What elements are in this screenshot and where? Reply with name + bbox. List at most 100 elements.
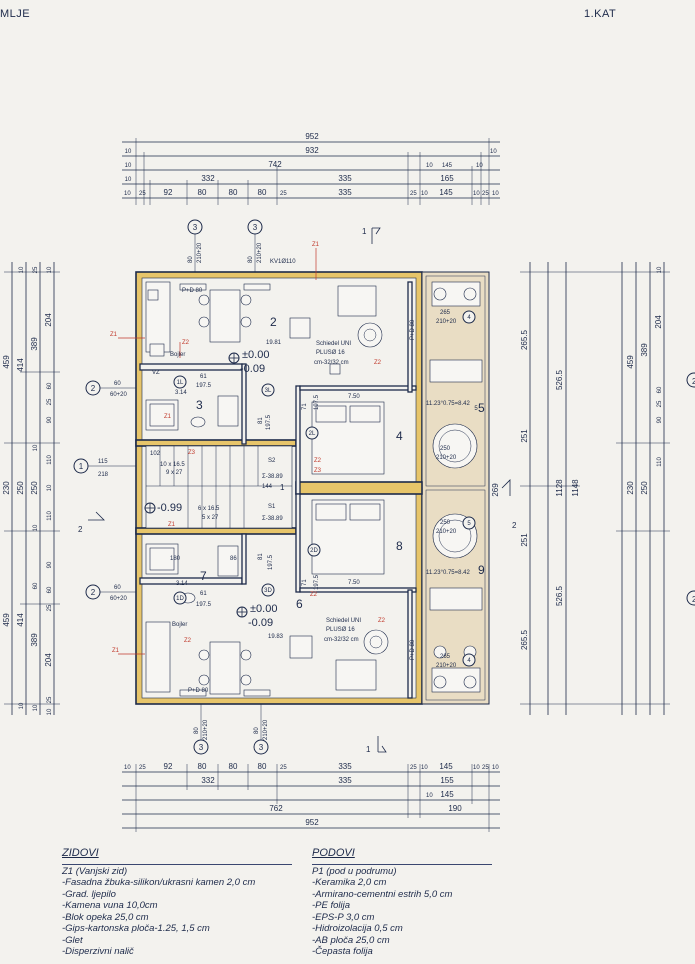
wall-type: Z1 (168, 522, 176, 528)
axis-label: 2 (91, 384, 96, 393)
axis-dim: 60+20 (110, 392, 128, 398)
stove-note: cm-32/32 cm (314, 360, 349, 366)
legend-item: -EPS-P 3,0 cm (312, 911, 375, 923)
wall-type: Z1 (110, 332, 118, 338)
dim-left: 90 (47, 561, 53, 568)
axis-dim: 60+20 (110, 596, 128, 602)
dim-total1-right: 190 (448, 804, 462, 813)
wall-type: Z3 (314, 468, 322, 474)
wall-type: Z1 (312, 242, 320, 248)
stair-dim: Σ-38.89 (262, 516, 283, 522)
door-notes: 61 197.5 61 197.5 81 197.5 71 197.5 81 1… (196, 374, 320, 608)
right-dimensions: 1148 526.5 1128 526.5 265.5 251 251 265.… (491, 262, 670, 715)
dim-end: 10 (125, 163, 132, 169)
window-dim: 210+20 (257, 242, 263, 263)
dim-left: 230 (2, 481, 11, 495)
door-dim: 71 (302, 403, 308, 410)
dim-seg: 10 (124, 765, 131, 771)
door-dim: 61 (200, 374, 207, 380)
dim-end: 10 (125, 149, 132, 155)
legend-floors-title: PODOVI (312, 847, 355, 859)
legend-item: -Fasadna žbuka-silikon/ukrasni kamen 2,0… (62, 877, 256, 888)
dim-r2-right: 155 (440, 776, 454, 785)
dim-seg: 25 (280, 191, 287, 197)
balcony-dim: 265 (440, 654, 451, 660)
dim-seg: 80 (258, 762, 267, 771)
dim-seg: 145 (439, 762, 453, 771)
dim-left: 60 (47, 382, 53, 389)
room-number: 7 (200, 569, 207, 583)
dim-r3: 145 (440, 790, 454, 799)
room-area: 11.23°0.75=8.42 (426, 401, 470, 407)
dim-total1: 762 (269, 804, 283, 813)
room-number: 9 (478, 563, 485, 577)
legend-walls: ZIDOVI Z1 (Vanjski zid) -Fasadna žbuka-s… (62, 847, 292, 958)
dim-right: 526.5 (555, 585, 564, 606)
wall-type: Z2 (182, 340, 190, 346)
dim-seg: 25 (139, 191, 146, 197)
door-dim: 197.5 (266, 414, 272, 430)
wall-type: Z2 (184, 638, 192, 644)
bottom-axis-markers: 3 3 80 210+20 80 210+20 1 (193, 704, 387, 755)
circle-label: 5 (467, 521, 471, 527)
stove-note: Schiedel UNI (316, 341, 351, 347)
axis-label: 3 (253, 223, 258, 232)
dim-right: 250 (640, 481, 649, 495)
section-label: 1 (362, 227, 367, 236)
dim-row-1: 10 25 92 80 80 80 25 335 25 10 145 10 25… (124, 762, 499, 771)
kitchen-bottom (145, 621, 271, 697)
dim-right: 90 (657, 416, 663, 423)
legend-item: -Čepasta folija (312, 946, 373, 957)
dim-left: 25 (47, 398, 53, 405)
room-area: 3.14 (175, 390, 187, 396)
level-stair: -0.99 (157, 502, 182, 514)
legend-floors-rule (312, 864, 492, 865)
bath-dim: 180 (170, 556, 181, 562)
section-label: 2 (78, 525, 83, 534)
dim-left: 389 (30, 337, 39, 351)
door-dim: 197.5 (196, 602, 212, 608)
dim-left: 60 (47, 586, 53, 593)
legend-item: -Armirano-cementni estrih 5,0 cm (312, 888, 453, 900)
dim-right: 10 (657, 266, 663, 273)
dim-r2-mid: 335 (338, 776, 352, 785)
dim-r1-right: 145 (442, 163, 453, 169)
dim-r3: 10 (426, 793, 433, 799)
dim-right: 110 (657, 457, 663, 467)
dim-left-small: 25 (33, 266, 39, 273)
dim-seg: 25 (139, 765, 146, 771)
dim-left: 414 (16, 613, 25, 627)
dim-seg: 10 (473, 191, 480, 197)
circle-label: 5 (474, 406, 478, 412)
balcony-dim: 210+20 (436, 529, 457, 535)
dim-seg: 80 (229, 762, 238, 771)
balcony-furniture (429, 281, 483, 693)
dim-r1-right: 10 (426, 163, 433, 169)
legend-item: -PE folija (312, 900, 351, 911)
dim-total: 952 (305, 818, 319, 827)
legend-walls-rule (62, 864, 292, 865)
level-lower: -0.09 (248, 617, 273, 629)
left-axis-markers: 2 60 60+20 1 115 218 2 60 60+20 2 (73, 380, 136, 602)
wall-type: Z2 (310, 592, 318, 598)
dim-seg: 25 (482, 765, 489, 771)
dim-left: 459 (2, 613, 11, 627)
dim-inner: 932 (305, 146, 319, 155)
legend-floors: PODOVI P1 (pod u podrumu) -Keramika 2,0 … (312, 847, 542, 958)
wall-type: Z2 (314, 458, 322, 464)
level-upper: ±0.00 (242, 349, 269, 361)
axis-label: 2 (692, 595, 695, 604)
axis-label: 3 (193, 223, 198, 232)
axis-dim: 60 (114, 381, 121, 387)
dim-left-small: 10 (33, 704, 39, 711)
room-area: 7.50 (348, 580, 360, 586)
living-bottom (289, 629, 389, 691)
legend-item: -Hidroizolacija 0,5 cm (312, 923, 403, 934)
door-dim: 197.5 (314, 574, 320, 590)
bedrooms (311, 401, 385, 575)
dim-left: 110 (47, 455, 53, 465)
stove-note: PLUSØ 16 (326, 627, 355, 633)
dim-right: 265.5 (520, 329, 529, 350)
door-dim: 61 (200, 591, 207, 597)
